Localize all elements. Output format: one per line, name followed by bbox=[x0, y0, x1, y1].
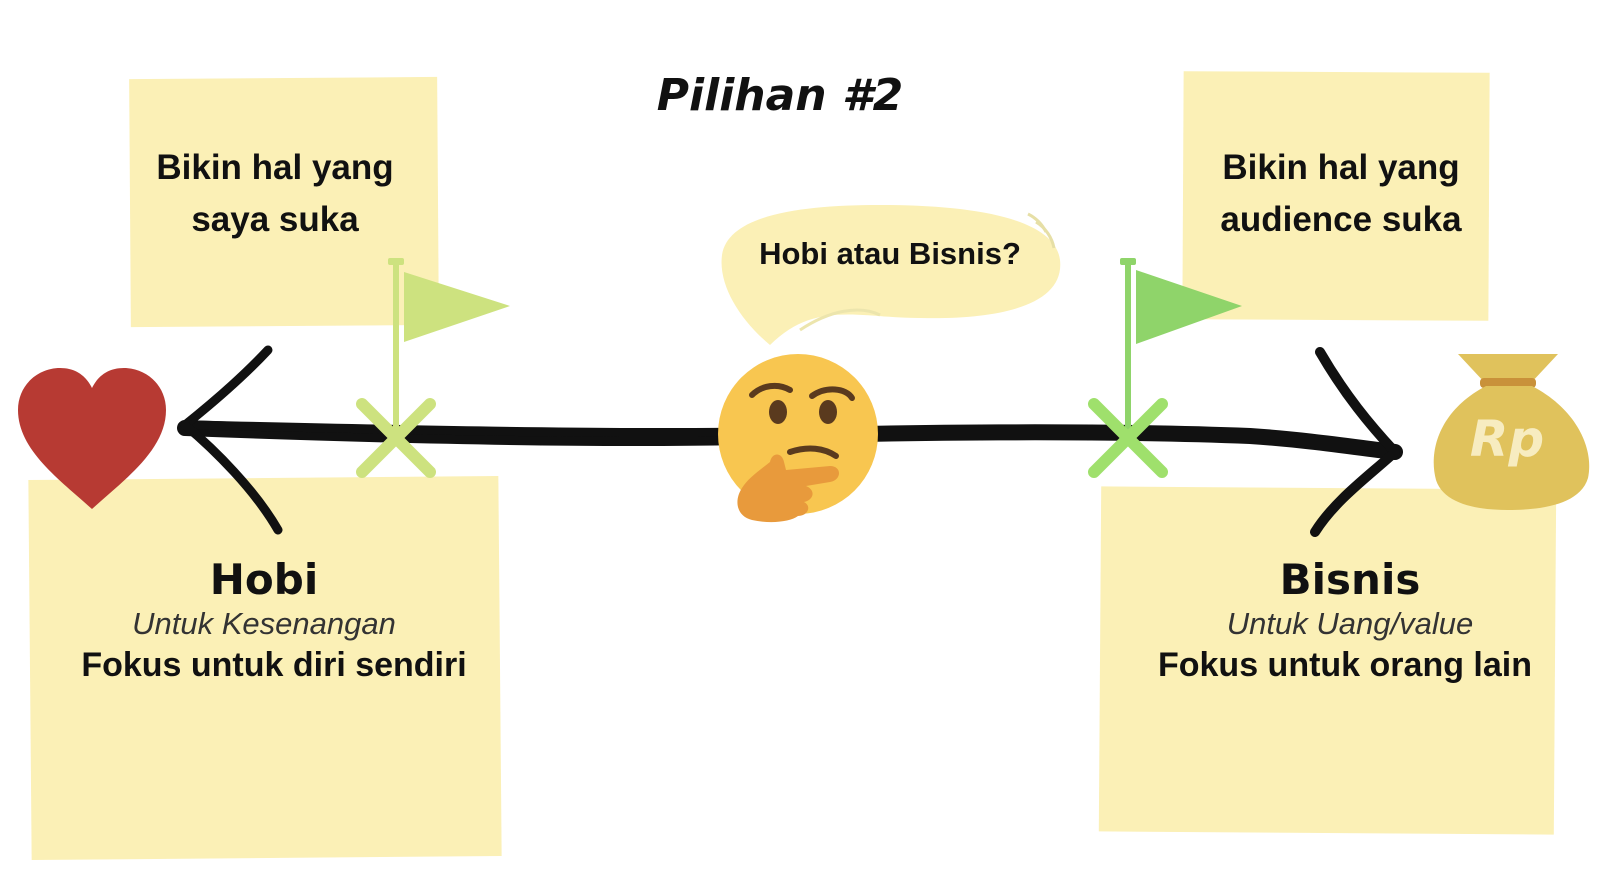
money-bag-icon bbox=[1433, 354, 1590, 510]
arrow-head-left bbox=[180, 345, 283, 535]
bisnis-subtitle: Untuk Uang/value bbox=[1226, 606, 1474, 641]
thought-bubble bbox=[721, 205, 1061, 345]
bisnis-focus: Fokus untuk orang lain bbox=[1157, 646, 1533, 684]
flag-icon-left bbox=[388, 258, 510, 438]
note-right-line1: Bikin hal yang bbox=[1222, 148, 1460, 187]
note-left-text: Bikin hal yang saya suka bbox=[130, 142, 420, 246]
bisnis-heading: Bisnis bbox=[1279, 555, 1421, 604]
flag-icon-right bbox=[1120, 258, 1242, 438]
cross-marker-icon-right bbox=[1088, 398, 1168, 478]
note-right-line2: audience suka bbox=[1220, 200, 1462, 239]
thinking-face-icon bbox=[718, 354, 878, 523]
note-left-line2: saya suka bbox=[191, 200, 359, 239]
cross-marker-icon-left bbox=[356, 398, 436, 478]
hobi-subtitle: Untuk Kesenangan bbox=[132, 606, 396, 641]
thought-bubble-text: Hobi atau Bisnis? bbox=[759, 236, 1021, 271]
page-title: Pilihan #2 bbox=[656, 70, 904, 121]
note-right-text: Bikin hal yang audience suka bbox=[1183, 142, 1499, 246]
hobi-focus: Fokus untuk diri sendiri bbox=[81, 646, 467, 684]
money-bag-label: Rp bbox=[1469, 410, 1545, 468]
hobi-heading: Hobi bbox=[209, 555, 319, 604]
heart-icon bbox=[18, 368, 166, 509]
note-left-line1: Bikin hal yang bbox=[156, 148, 394, 187]
